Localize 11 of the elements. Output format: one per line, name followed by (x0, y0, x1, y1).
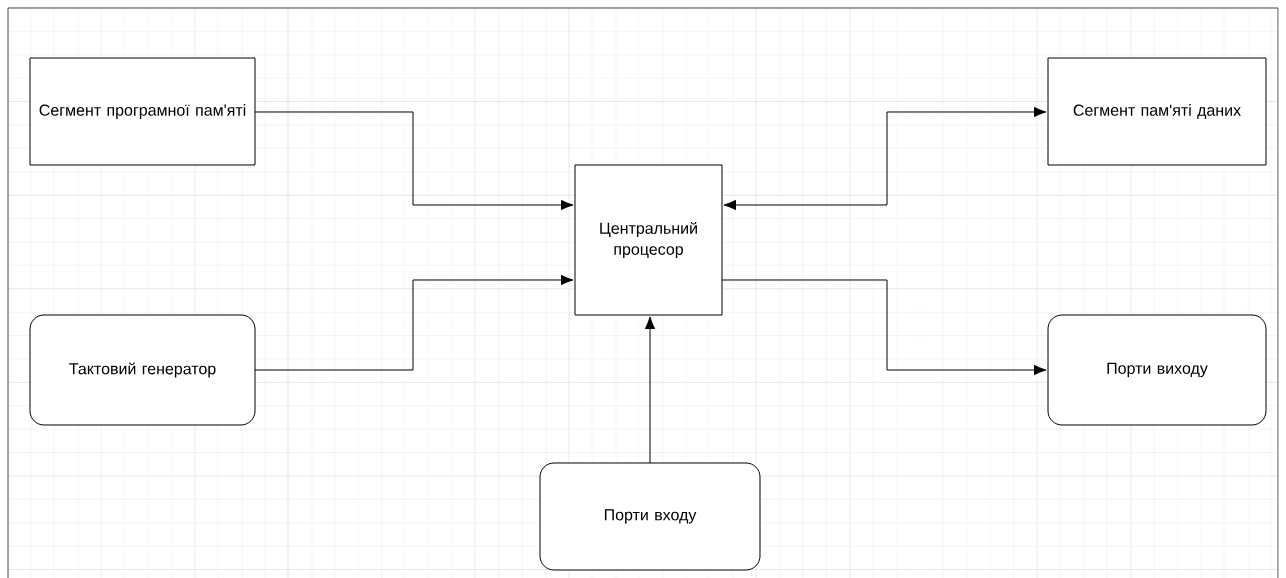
rounded-box: Порти входу (539, 462, 761, 571)
arrow (723, 106, 1047, 211)
rounded-box: Порти виходу (1047, 314, 1267, 426)
rounded-box: Тактовий генератор (29, 314, 256, 426)
process-box: Сегмент пам'яті даних (1047, 57, 1267, 166)
process-box: Сегмент програмної пам'яті (29, 57, 256, 166)
arrow (254, 274, 574, 371)
arrow (254, 111, 574, 211)
arrow (721, 279, 1047, 376)
arrow (644, 316, 656, 464)
process-box: Центральний процесор (574, 164, 723, 316)
